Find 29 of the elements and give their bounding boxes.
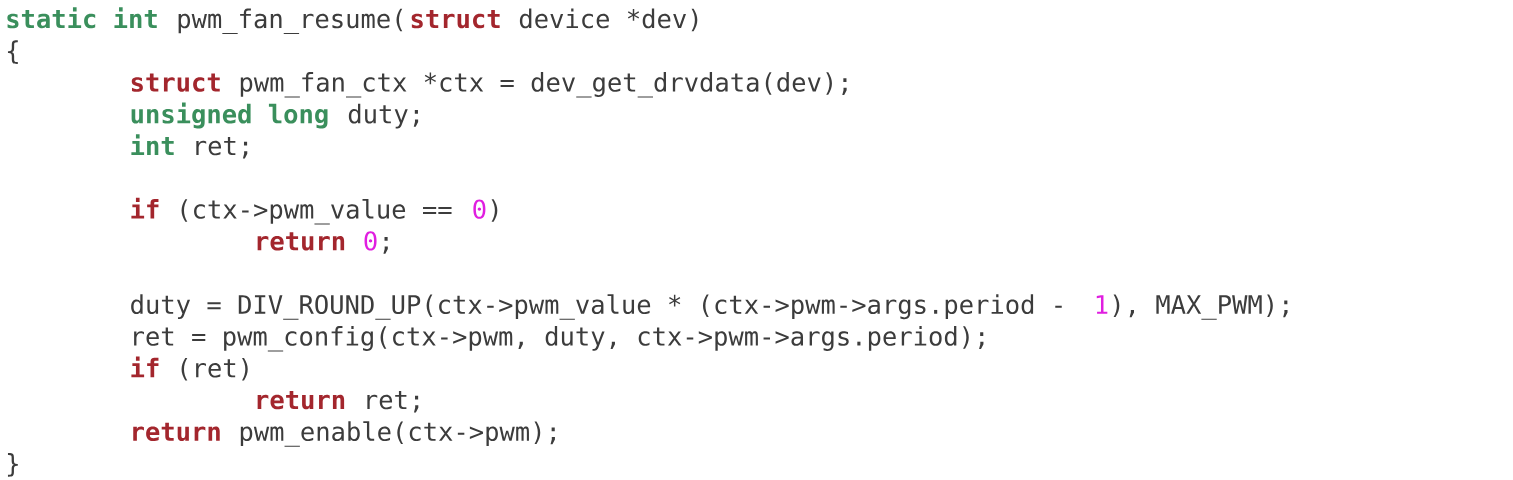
code-text: duty = DIV_ROUND_UP(ctx->pwm_value * (ctx->pwm->args.period - [131, 294, 1062, 320]
code-text: ) [491, 199, 498, 222]
code-text: pwm_enable(ctx->pwm); [240, 421, 555, 447]
code-keyword: return [257, 232, 345, 251]
code-text: ), MAX_PWM); [1113, 294, 1288, 320]
code-keyword: return [257, 391, 345, 410]
code-text: duty; [348, 103, 419, 129]
number-literal: 0 [364, 231, 377, 251]
number-literal: 1 [1096, 295, 1108, 314]
code-text: pwm_fan_ctx *ctx = dev_get_drvdata(dev); [240, 72, 847, 98]
code-text: (ret) [181, 357, 248, 381]
code-text: (ctx->pwm_value == [181, 198, 452, 225]
code-text: } [7, 453, 18, 477]
code-keyword: if [131, 356, 159, 378]
code-keyword: return [133, 422, 220, 442]
number-literal: 0 [473, 199, 486, 219]
code-text: ret; [367, 391, 419, 413]
code-text: ret; [196, 137, 248, 159]
code-text: { [7, 40, 18, 64]
code-text: pwm_fan_resume( [178, 8, 403, 34]
code-keyword: static int [7, 7, 157, 29]
code-text: ret = pwm_config(ctx->pwm, duty, ctx->pwm->args.period); [134, 326, 984, 352]
code-keyword: struct [411, 10, 500, 29]
code-text: device *dev) [519, 8, 698, 32]
code-keyword: if [131, 197, 159, 219]
code-text: ; [383, 237, 388, 254]
code-keyword: struct [131, 73, 220, 92]
code-keyword: int [131, 134, 174, 155]
code-keyword: unsigned long [131, 102, 328, 129]
